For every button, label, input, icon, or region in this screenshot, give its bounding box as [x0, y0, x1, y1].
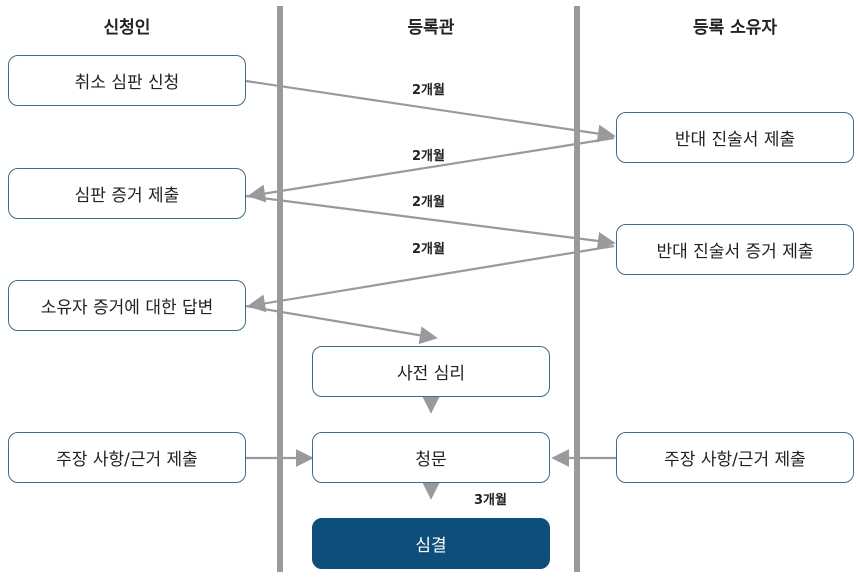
preliminary-review-box: 사전 심리: [312, 346, 550, 397]
reply-to-owner-evidence-box: 소유자 증거에 대한 답변: [8, 280, 246, 331]
registrar-column-header: 등록관: [407, 18, 455, 38]
owner-column-header: 등록 소유자: [692, 18, 778, 38]
cancel-request-box: 취소 심판 신청: [8, 55, 246, 106]
hearing-box: 청문: [312, 432, 550, 483]
counter-statement-box: 반대 진술서 제출: [616, 112, 854, 163]
owner-submission-box: 주장 사항/근거 제출: [616, 432, 854, 483]
applicant-submission-box: 주장 사항/근거 제출: [8, 432, 246, 483]
submit-evidence-box: 심판 증거 제출: [8, 168, 246, 219]
duration-label-submit-evidence: 2개월: [412, 149, 445, 164]
duration-label-counter-statement: 2개월: [412, 83, 445, 98]
arrow-counter-statement-to-evidence: [247, 136, 615, 203]
arrow-counter-evidence-to-reply: [247, 244, 615, 313]
duration-label-counter-evidence: 2개월: [412, 195, 445, 210]
applicant-column-header: 신청인: [103, 18, 151, 38]
arrow-cancel-to-counter-statement: [245, 79, 616, 143]
arrow-reply-to-preliminary-review: [245, 304, 438, 345]
arrow-evidence-to-counter-evidence: [245, 194, 616, 250]
counter-evidence-box: 반대 진술서 증거 제출: [616, 224, 854, 275]
duration-label-decision: 3개월: [474, 493, 507, 508]
duration-label-reply: 2개월: [412, 242, 445, 257]
decision-box: 심결: [312, 518, 550, 569]
lane-divider-left: [277, 6, 283, 572]
lane-divider-right: [574, 6, 580, 572]
